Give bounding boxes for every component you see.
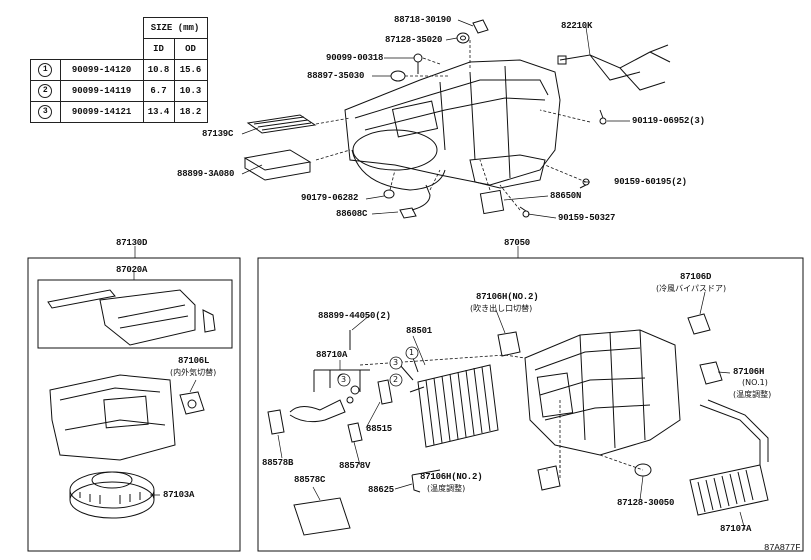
callout-3-left xyxy=(337,373,351,387)
label-87107A: 87107A xyxy=(720,524,752,534)
label-90119-06952: 90119-06952(3) xyxy=(632,116,705,126)
callout-1-label: 1 xyxy=(409,348,415,357)
label-87103A: 87103A xyxy=(163,490,195,500)
label-88578C: 88578C xyxy=(294,475,326,485)
od-value: 18.2 xyxy=(173,101,208,123)
label-87128-35020: 87128-35020 xyxy=(385,35,443,45)
label-87128-30050: 87128-30050 xyxy=(617,498,675,508)
label-90159-50327: 90159-50327 xyxy=(558,213,616,223)
callout-3-right xyxy=(389,356,403,370)
label-87106H-no2-top: 87106H(NO.2) xyxy=(476,292,539,302)
label-88578V: 88578V xyxy=(339,461,371,471)
callout-2 xyxy=(389,373,403,387)
callout-1 xyxy=(405,346,419,360)
label-88501: 88501 xyxy=(406,326,433,336)
table-row: 1 90099-14120 10.8 15.6 xyxy=(30,59,208,81)
label-88897-35030: 88897-35030 xyxy=(307,71,365,81)
wire-harness-drawing xyxy=(559,44,671,91)
label-87106H-no2-bottom: 87106H(NO.2) xyxy=(420,472,483,482)
callout-2-label: 2 xyxy=(393,375,399,384)
evaporator-drawing xyxy=(417,364,499,448)
label-87106H-no2-bottom-desc: (温度調整) xyxy=(427,484,466,493)
box-87020A xyxy=(37,279,233,349)
mark-circle: 2 xyxy=(38,84,53,98)
label-88650N: 88650N xyxy=(550,191,582,201)
label-88578B: 88578B xyxy=(262,458,294,468)
label-90179-06282: 90179-06282 xyxy=(301,193,359,203)
label-87106L: 87106L xyxy=(178,356,210,366)
filter-drawing xyxy=(246,114,317,134)
label-87106H-no1-desc: (温度調整) xyxy=(733,390,772,399)
callout-3-right-label: 3 xyxy=(393,358,399,367)
callout-3-left-label: 3 xyxy=(341,375,347,384)
label-87139C: 87139C xyxy=(202,129,234,139)
heater-core-drawing xyxy=(689,464,769,516)
label-87050: 87050 xyxy=(504,238,531,248)
label-87020A: 87020A xyxy=(116,265,148,275)
label-90159-60195: 90159-60195(2) xyxy=(614,177,687,187)
diagram-code: 87A877F xyxy=(764,543,801,553)
label-88515: 88515 xyxy=(366,424,393,434)
heater-unit-upper-drawing xyxy=(344,59,561,186)
label-87106H-no2-top-desc: (吹き出し口切替) xyxy=(470,304,533,313)
label-88718-30190: 88718-30190 xyxy=(394,15,452,25)
box-87130D xyxy=(27,257,241,552)
mark-circle: 3 xyxy=(38,105,53,119)
label-82210K: 82210K xyxy=(561,21,593,31)
box-87050 xyxy=(257,257,804,552)
label-88899-44050: 88899-44050(2) xyxy=(318,311,391,321)
label-88625: 88625 xyxy=(368,485,395,495)
filter-case-drawing xyxy=(243,149,312,181)
label-87130D: 87130D xyxy=(116,238,148,248)
mark-circle: 1 xyxy=(38,63,53,77)
label-88899-3A080: 88899-3A080 xyxy=(177,169,235,179)
label-90099-00318: 90099-00318 xyxy=(326,53,384,63)
size-table: SIZE (mm) ID OD 1 90099-14120 10.8 15.6 … xyxy=(30,17,208,123)
label-87106D: 87106D xyxy=(680,272,712,282)
label-87106H-no1: 87106H xyxy=(733,367,765,377)
label-88608C: 88608C xyxy=(336,209,368,219)
table-row: 3 90099-14121 13.4 18.2 xyxy=(30,101,208,123)
label-87106L-desc: (内外気切替) xyxy=(170,368,217,377)
label-87106H-no1-num: (NO.1) xyxy=(742,378,768,387)
label-88710A: 88710A xyxy=(316,350,348,360)
label-87106D-desc: (冷風バイパスドア) xyxy=(656,284,727,293)
